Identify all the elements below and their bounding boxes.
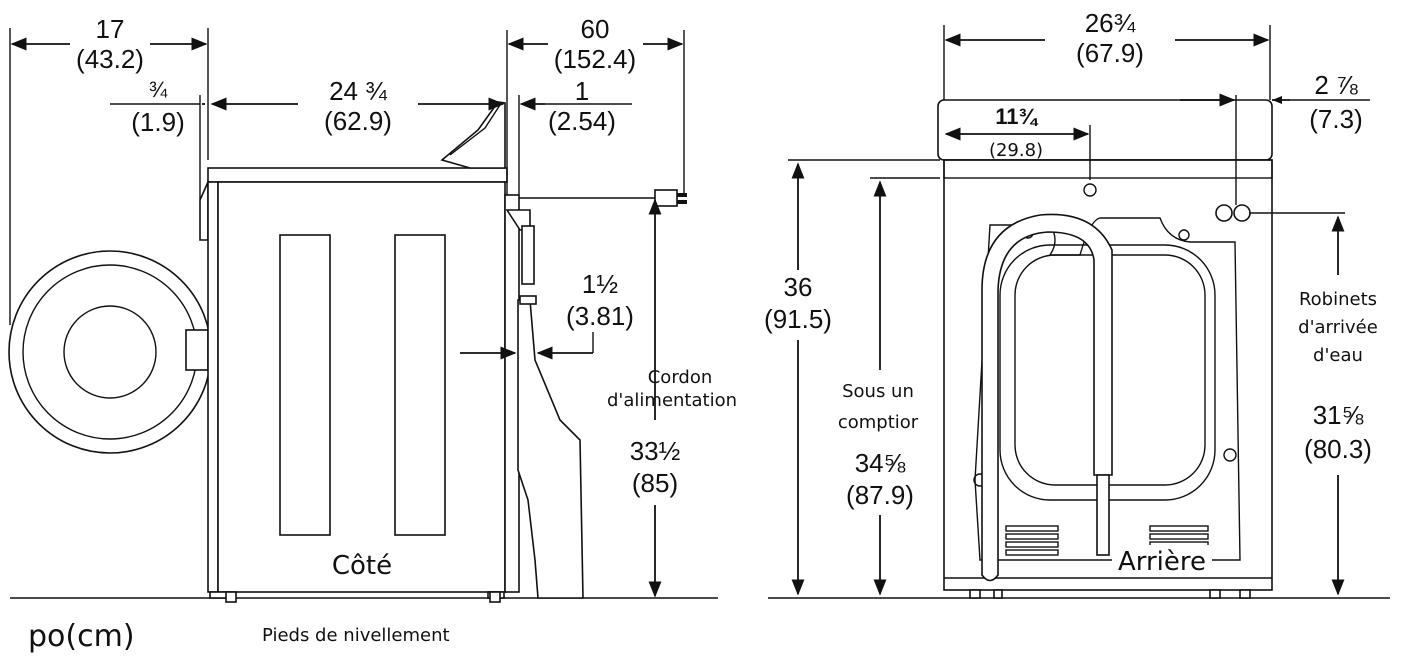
front-offset-in: ¾	[149, 77, 168, 102]
duct-clearance-cm: (3.81)	[566, 301, 634, 331]
rear-offset-cm: (2.54)	[548, 106, 616, 136]
rear-view-label: Arrière	[1118, 547, 1206, 577]
duct-clearance-in: 1½	[582, 269, 618, 299]
cord-height-cm: (85)	[632, 468, 678, 498]
rear-height-in: 36	[784, 272, 813, 302]
cord-length-cm: (152.4)	[554, 44, 636, 74]
cord-length-in: 60	[581, 14, 610, 44]
overall-depth-cm: (43.2)	[76, 44, 144, 74]
cabinet-depth-cm: (62.9)	[324, 106, 392, 136]
rear-width-cm: (67.9)	[1076, 38, 1144, 68]
rear-view: 26¾ (67.9) 2 ⅞ (7.3) 11¾ (29.8) 36 (91.5…	[764, 8, 1390, 599]
counter-height-cm: (87.9)	[846, 480, 914, 510]
cord-label-line2: d'alimentation	[607, 390, 737, 411]
inlet-label-line3: d'eau	[1313, 345, 1363, 366]
front-offset-cm: (1.9)	[131, 107, 184, 137]
counter-label-line2: comptior	[838, 412, 919, 433]
leveling-feet-label: Pieds de nivellement	[262, 625, 450, 646]
rear-offset-in: 1	[575, 76, 589, 106]
vent-offset-cm: (29.8)	[989, 140, 1043, 161]
drain-hose	[981, 213, 1113, 582]
side-offset-cm: (7.3)	[1309, 104, 1362, 134]
counter-height-in: 34⅝	[855, 448, 906, 478]
rear-width-in: 26¾	[1085, 8, 1136, 38]
leveling-foot-rear	[993, 589, 1003, 599]
back-panel	[504, 194, 520, 593]
inlet-height-in: 31⅝	[1313, 400, 1364, 430]
water-inlet-cold	[1233, 204, 1251, 222]
cord-height-in: 33½	[630, 436, 681, 466]
overall-depth-in: 17	[96, 14, 125, 44]
inlet-height-cm: (80.3)	[1304, 434, 1372, 464]
counter-label-line1: Sous un	[842, 381, 914, 402]
cabinet-depth-in: 24 ¾	[329, 76, 387, 106]
vent-offset-in: 11¾	[995, 104, 1038, 129]
vent-duct	[517, 299, 584, 599]
units-label: po(cm)	[28, 619, 135, 654]
lid	[440, 101, 506, 169]
water-inlet-hot	[1215, 204, 1233, 222]
side-view: 17 (43.2) ¾ (1.9) 24 ¾ (62.9) 60 (152.4)…	[8, 14, 737, 603]
cabinet-side	[199, 167, 508, 603]
side-offset-in: 2 ⅞	[1314, 70, 1358, 100]
inlet-label-line1: Robinets	[1299, 289, 1377, 310]
side-view-label: Côté	[332, 551, 392, 581]
cord-label-line1: Cordon	[648, 367, 713, 388]
rear-height-cm: (91.5)	[764, 304, 832, 334]
inlet-label-line2: d'arrivée	[1298, 317, 1378, 338]
leveling-foot	[225, 591, 237, 603]
vent-hole	[1083, 183, 1097, 197]
door	[8, 250, 212, 454]
